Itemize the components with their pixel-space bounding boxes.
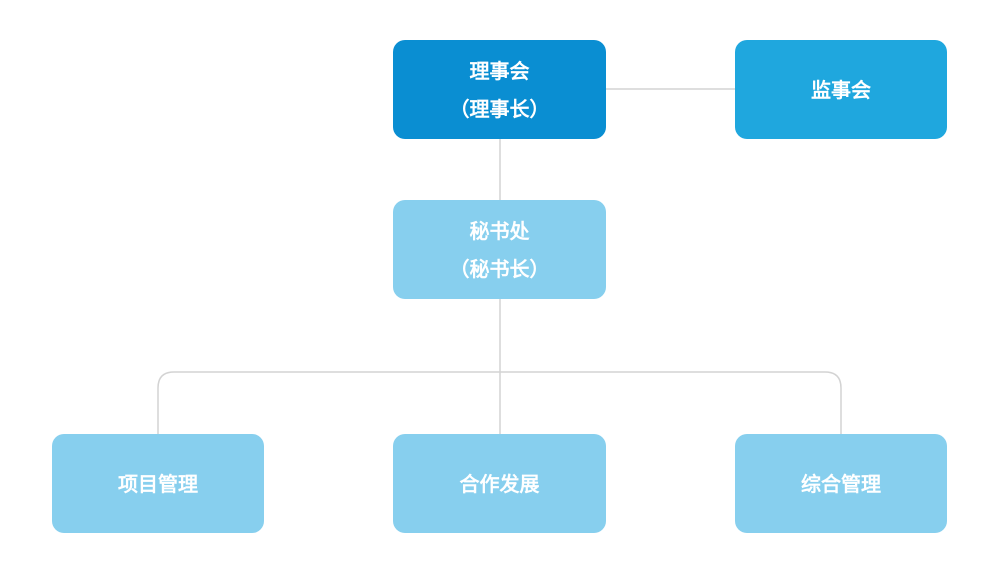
connector-branch-bar [157, 371, 842, 434]
secretariat-title: 秘书处 [469, 218, 530, 243]
secretariat-subtitle: （秘书长） [449, 256, 550, 281]
general-management-title: 综合管理 [801, 471, 881, 496]
board-subtitle: （理事长） [449, 96, 550, 121]
project-management-title: 项目管理 [118, 471, 198, 496]
secretariat-box: 秘书处 （秘书长） [393, 200, 606, 299]
general-management-box: 综合管理 [735, 434, 947, 533]
board-title: 理事会 [469, 58, 530, 83]
board-box: 理事会 （理事长） [393, 40, 606, 139]
cooperation-development-title: 合作发展 [459, 471, 540, 496]
supervisor-box: 监事会 [735, 40, 947, 139]
supervisor-title: 监事会 [811, 77, 871, 102]
project-management-box: 项目管理 [52, 434, 264, 533]
cooperation-development-box: 合作发展 [393, 434, 606, 533]
